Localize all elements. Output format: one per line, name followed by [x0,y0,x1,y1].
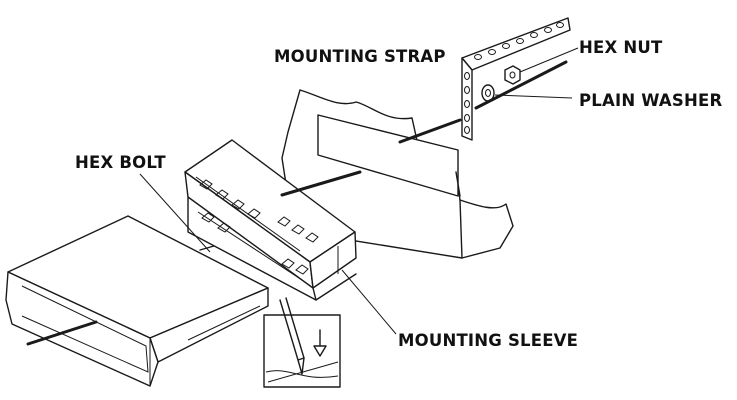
screwdriver-inset [263,297,341,388]
strap-holes [464,22,564,134]
head-unit [5,215,269,387]
plain-washer-leader [494,94,573,99]
hex-bolt-leader [139,173,211,253]
mounting-sleeve [184,139,357,301]
hex-nut-part [504,65,521,85]
assembly-axis [26,60,568,346]
leader-lines [139,47,579,335]
mounting-strap-label: MOUNTING STRAP [274,47,446,66]
mounting-sleeve-leader [341,269,397,335]
plain-washer-label: PLAIN WASHER [579,91,722,110]
hex-nut-label: HEX NUT [579,38,663,57]
mounting-strap [461,17,571,141]
hex-nut-leader [519,47,579,73]
dashboard-panel [281,89,514,259]
mounting-sleeve-label: MOUNTING SLEEVE [398,331,578,350]
hex-bolt-label: HEX BOLT [75,153,166,172]
